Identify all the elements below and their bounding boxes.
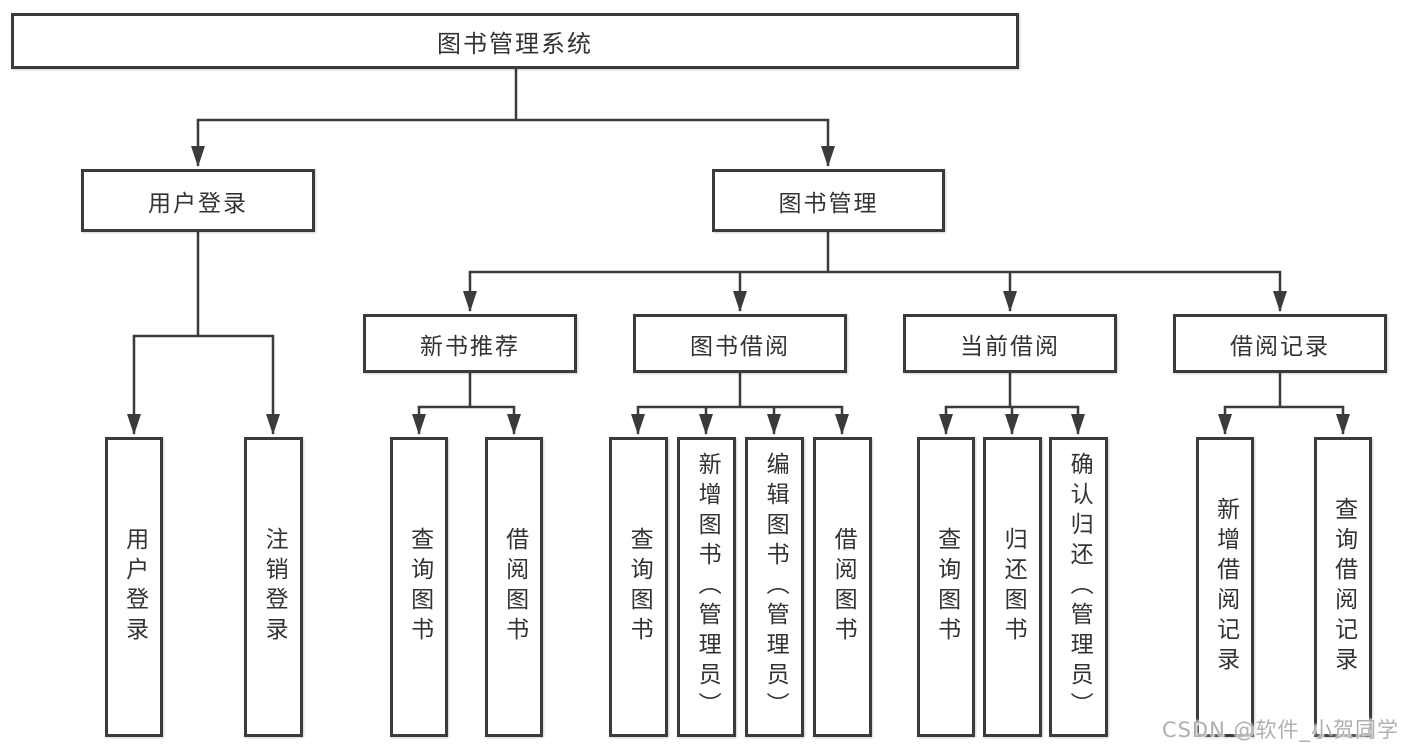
leaf-edit-books-admin-label: 编辑图书（管理员）	[762, 452, 789, 722]
node-user-login: 用户登录	[81, 169, 315, 232]
leaf-add-books-admin: 新增图书（管理员）	[677, 437, 736, 737]
leaf-borrow-books-recommend-label: 借阅图书	[501, 527, 528, 647]
leaf-borrow-books-label: 借阅图书	[830, 527, 857, 647]
node-root: 图书管理系统	[11, 13, 1019, 69]
leaf-query-borrow-record: 查询借阅记录	[1314, 437, 1372, 737]
node-new-book-recommend-label: 新书推荐	[420, 333, 520, 360]
leaf-add-borrow-record-label: 新增借阅记录	[1212, 497, 1239, 677]
leaf-query-books-recommend-label: 查询图书	[406, 527, 433, 647]
leaf-query-books-recommend: 查询图书	[390, 437, 448, 737]
leaf-query-books-borrowing: 查询图书	[609, 437, 668, 737]
leaf-add-books-admin-label: 新增图书（管理员）	[694, 452, 721, 722]
leaf-edit-books-admin: 编辑图书（管理员）	[745, 437, 804, 737]
csdn-watermark: CSDN @软件_小贺同学	[1161, 718, 1399, 742]
leaf-logout: 注销登录	[244, 437, 303, 737]
leaf-confirm-return-admin-label: 确认归还（管理员）	[1066, 452, 1093, 722]
node-book-borrowing-label: 图书借阅	[690, 333, 790, 360]
node-borrow-records-label: 借阅记录	[1230, 333, 1330, 360]
node-book-borrowing: 图书借阅	[633, 314, 847, 373]
leaf-borrow-books: 借阅图书	[813, 437, 872, 737]
leaf-borrow-books-recommend: 借阅图书	[485, 437, 543, 737]
leaf-logout-label: 注销登录	[261, 527, 288, 647]
node-book-management-label: 图书管理	[778, 190, 879, 217]
leaf-query-books-current-label: 查询图书	[933, 527, 960, 647]
leaf-query-borrow-record-label: 查询借阅记录	[1330, 497, 1357, 677]
leaf-return-books-label: 归还图书	[1000, 527, 1027, 647]
node-root-label: 图书管理系统	[437, 29, 593, 58]
leaf-query-books-borrowing-label: 查询图书	[626, 527, 653, 647]
leaf-confirm-return-admin: 确认归还（管理员）	[1049, 437, 1108, 737]
node-new-book-recommend: 新书推荐	[363, 314, 577, 373]
leaf-user-login: 用户登录	[105, 437, 163, 737]
node-current-borrowing-label: 当前借阅	[960, 333, 1060, 360]
node-book-management: 图书管理	[712, 169, 945, 232]
leaf-return-books: 归还图书	[983, 437, 1042, 737]
node-current-borrowing: 当前借阅	[903, 314, 1117, 373]
leaf-add-borrow-record: 新增借阅记录	[1196, 437, 1254, 737]
node-borrow-records: 借阅记录	[1173, 314, 1387, 373]
leaf-query-books-current: 查询图书	[917, 437, 975, 737]
leaf-user-login-label: 用户登录	[121, 527, 148, 647]
node-user-login-label: 用户登录	[148, 190, 248, 217]
